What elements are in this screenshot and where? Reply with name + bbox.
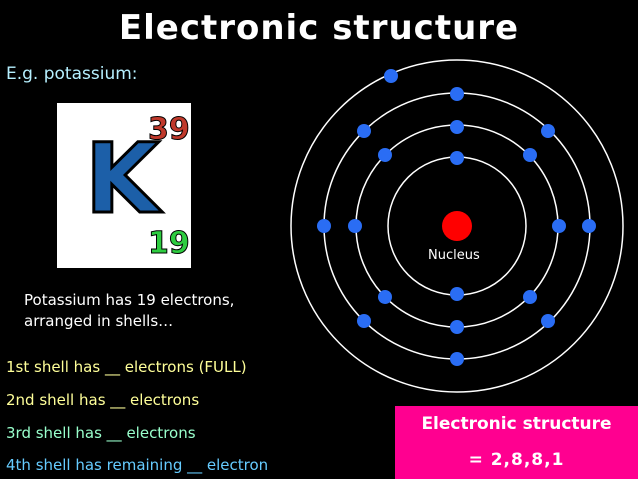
electron [378, 148, 392, 162]
electron [384, 69, 398, 83]
nucleus [442, 211, 472, 241]
electron [541, 314, 555, 328]
electron [378, 290, 392, 304]
electron [357, 124, 371, 138]
result-value: = 2,8,8,1 [395, 450, 638, 470]
electron [348, 219, 362, 233]
result-box: Electronic structure = 2,8,8,1 [395, 406, 638, 479]
electron [450, 320, 464, 334]
electron [317, 219, 331, 233]
electron [541, 124, 555, 138]
nucleus-label: Nucleus [428, 248, 480, 263]
electron [450, 120, 464, 134]
electron [357, 314, 371, 328]
electron [552, 219, 566, 233]
result-heading: Electronic structure [395, 414, 638, 434]
electron [450, 151, 464, 165]
electron [450, 287, 464, 301]
electron [582, 219, 596, 233]
electron [450, 352, 464, 366]
electron [450, 87, 464, 101]
electron [523, 290, 537, 304]
electron [523, 148, 537, 162]
